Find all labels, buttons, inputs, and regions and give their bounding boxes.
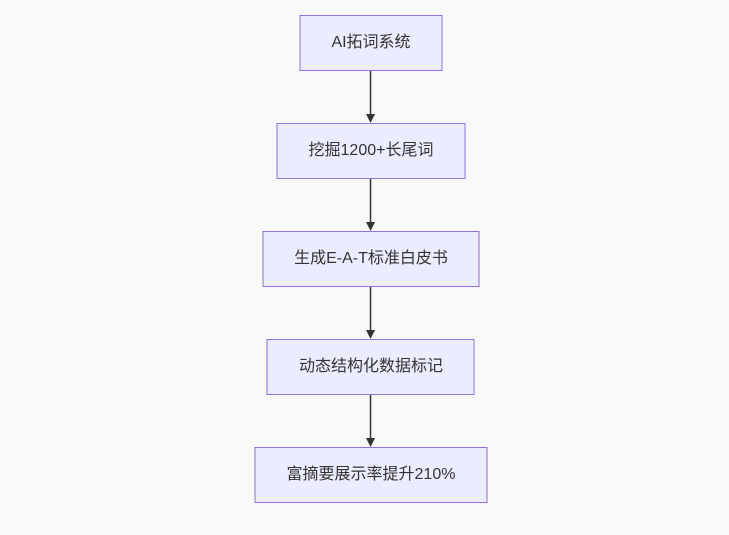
- flow-node-label: 挖掘1200+长尾词: [308, 142, 434, 159]
- flow-node-label: 生成E-A-T标准白皮书: [294, 250, 448, 267]
- flow-node-rich-snippet-result: 富摘要展示率提升210%: [254, 447, 488, 503]
- flow-node-structured-data: 动态结构化数据标记: [266, 339, 475, 395]
- flow-node-ai-system: AI拓词系统: [299, 15, 443, 71]
- flow-node-longtail-words: 挖掘1200+长尾词: [276, 123, 466, 179]
- flowchart: AI拓词系统 挖掘1200+长尾词 生成E-A-T标准白皮书 动态结构化数据标记…: [254, 15, 488, 503]
- arrow-down-icon: [366, 287, 376, 339]
- arrow-down-icon: [366, 179, 376, 231]
- arrow-down-icon: [366, 395, 376, 447]
- flow-node-label: 动态结构化数据标记: [298, 358, 443, 375]
- flow-node-label: 富摘要展示率提升210%: [286, 466, 456, 483]
- flow-node-eat-whitepaper: 生成E-A-T标准白皮书: [262, 231, 480, 287]
- arrow-down-icon: [366, 71, 376, 123]
- flow-node-label: AI拓词系统: [331, 34, 411, 51]
